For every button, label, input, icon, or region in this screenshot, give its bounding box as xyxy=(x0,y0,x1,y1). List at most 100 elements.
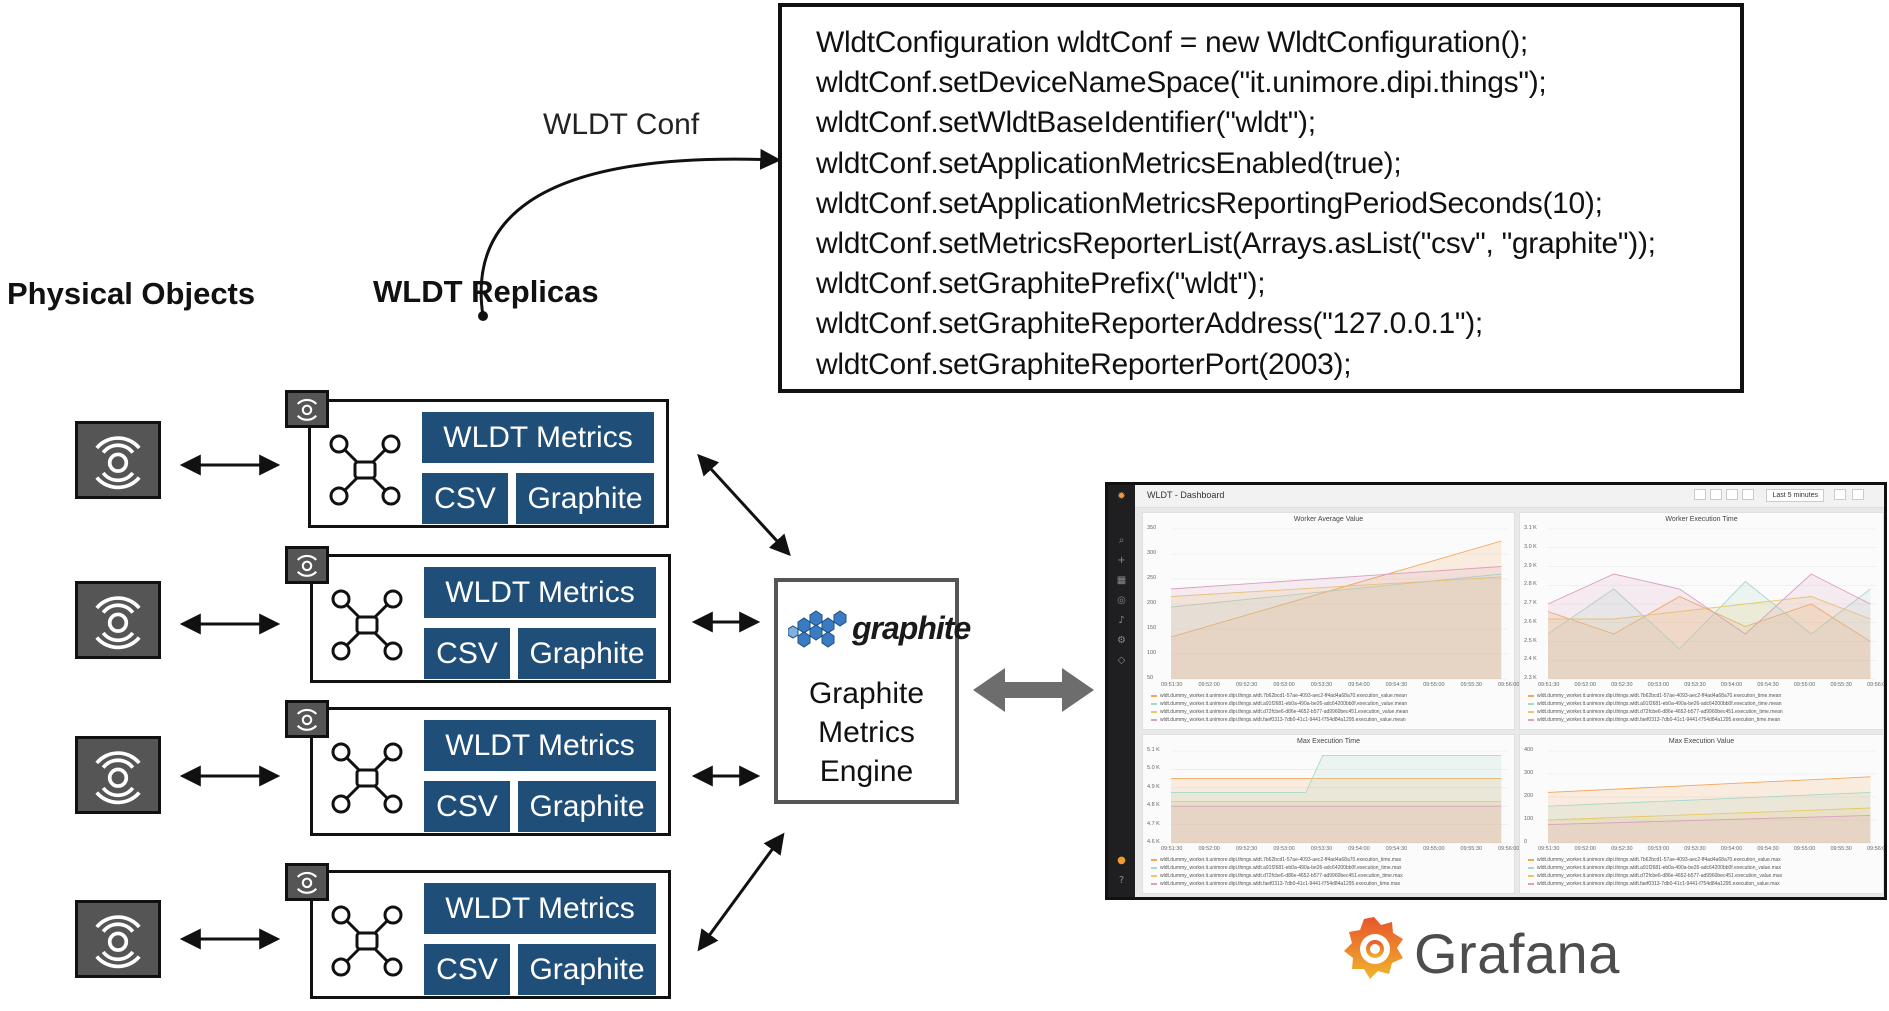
csv-tag: CSV xyxy=(424,944,510,995)
dashboard-title[interactable]: WLDT - Dashboard xyxy=(1147,490,1225,500)
legend-label: wldt.dummy_worker.it.unimore.dipi.things… xyxy=(1537,857,1781,863)
legend-item[interactable]: wldt.dummy_worker.it.unimore.dipi.things… xyxy=(1528,865,1781,871)
sensor-icon xyxy=(95,915,141,969)
y-tick-label: 5.0 K xyxy=(1147,765,1160,772)
legend-item[interactable]: wldt.dummy_worker.it.unimore.dipi.things… xyxy=(1151,717,1406,723)
graphite-tag: Graphite xyxy=(518,628,656,679)
legend-swatch xyxy=(1151,874,1157,877)
legend-swatch xyxy=(1528,874,1534,877)
add-panel-button[interactable] xyxy=(1694,489,1706,500)
legend-label: wldt.dummy_worker.it.unimore.dipi.things… xyxy=(1160,693,1407,699)
x-tick-label: 09:51:30 xyxy=(1538,682,1560,688)
series-line xyxy=(1547,776,1871,793)
legend-item[interactable]: wldt.dummy_worker.it.unimore.dipi.things… xyxy=(1528,693,1781,699)
y-tick-label: 100 xyxy=(1147,650,1157,656)
x-tick-label: 09:52:30 xyxy=(1611,846,1633,852)
legend-item[interactable]: wldt.dummy_worker.it.unimore.dipi.things… xyxy=(1528,717,1780,723)
legend-item[interactable]: wldt.dummy_worker.it.unimore.dipi.things… xyxy=(1151,701,1407,707)
series-area xyxy=(1171,801,1502,843)
legend-item[interactable]: wldt.dummy_worker.it.unimore.dipi.things… xyxy=(1528,709,1783,715)
replica-device-badge-3 xyxy=(285,700,329,738)
legend-item[interactable]: wldt.dummy_worker.it.unimore.dipi.things… xyxy=(1151,865,1402,871)
legend-swatch xyxy=(1151,718,1157,721)
x-tick-label: 09:54:30 xyxy=(1757,682,1779,688)
csv-tag: CSV xyxy=(424,781,510,832)
panel-title[interactable]: Worker Execution Time xyxy=(1665,516,1738,523)
help-icon[interactable]: ? xyxy=(1118,875,1125,886)
series-area xyxy=(1171,755,1502,843)
time-range-picker[interactable]: Last 5 minutes xyxy=(1766,489,1824,502)
x-tick-label: 09:54:00 xyxy=(1720,846,1743,852)
physical-object-2 xyxy=(75,581,161,659)
legend-label: wldt.dummy_worker.it.unimore.dipi.things… xyxy=(1160,881,1401,887)
y-tick-label: 4.7 K xyxy=(1147,820,1160,827)
legend-item[interactable]: wldt.dummy_worker.it.unimore.dipi.things… xyxy=(1528,873,1782,879)
panel-title[interactable]: Max Execution Value xyxy=(1668,738,1735,745)
legend-item[interactable]: wldt.dummy_worker.it.unimore.dipi.things… xyxy=(1151,873,1403,879)
search-icon[interactable]: ⌕ xyxy=(1118,535,1125,546)
dashboards-icon[interactable]: ▦ xyxy=(1116,575,1127,586)
x-tick-label: 09:53:30 xyxy=(1684,846,1706,852)
x-tick-label: 09:53:00 xyxy=(1273,846,1295,852)
y-tick-label: 5.1 K xyxy=(1147,747,1160,753)
x-tick-label: 09:53:00 xyxy=(1647,682,1670,688)
y-tick-label: 0 xyxy=(1524,839,1528,845)
x-tick-label: 09:55:30 xyxy=(1460,682,1482,688)
physical-object-4 xyxy=(75,900,161,978)
panel-plot xyxy=(1170,528,1508,680)
wldt-replicas-heading: WLDT Replicas xyxy=(373,274,599,309)
graphite-logo-text: graphite xyxy=(852,610,971,646)
legend-swatch xyxy=(1151,694,1157,697)
settings-button[interactable] xyxy=(1726,489,1738,500)
tv-mode-button[interactable] xyxy=(1742,489,1754,500)
legend-item[interactable]: wldt.dummy_worker.it.unimore.dipi.things… xyxy=(1528,857,1781,863)
refresh-button[interactable] xyxy=(1852,489,1864,500)
explore-icon[interactable]: ◎ xyxy=(1117,595,1126,606)
legend-item[interactable]: wldt.dummy_worker.it.unimore.dipi.things… xyxy=(1528,881,1780,887)
code-line: wldtConf.setMetricsReporterList(Arrays.a… xyxy=(816,227,1656,261)
legend-item[interactable]: wldt.dummy_worker.it.unimore.dipi.things… xyxy=(1151,709,1408,715)
legend-item[interactable]: wldt.dummy_worker.it.unimore.dipi.things… xyxy=(1151,881,1400,887)
panel-title[interactable]: Max Execution Time xyxy=(1296,738,1361,745)
grafana-wordmark: Grafana xyxy=(1414,922,1620,985)
plus-icon[interactable]: + xyxy=(1117,555,1126,566)
legend-label: wldt.dummy_worker.it.unimore.dipi.things… xyxy=(1160,873,1403,879)
grafana-menu-icon[interactable]: ✹ xyxy=(1117,491,1126,502)
legend-swatch xyxy=(1151,858,1157,861)
panel-plot xyxy=(1547,528,1877,680)
series-area xyxy=(1171,577,1502,679)
shield-icon[interactable]: ◇ xyxy=(1117,655,1126,666)
bell-icon[interactable]: ♪ xyxy=(1118,615,1125,626)
x-tick-label: 09:55:00 xyxy=(1423,682,1445,688)
x-tick-label: 09:55:00 xyxy=(1793,682,1816,688)
legend-swatch xyxy=(1151,882,1157,885)
csv-tag: CSV xyxy=(424,628,510,679)
save-button[interactable] xyxy=(1710,489,1722,500)
wldt-metrics-tag: WLDT Metrics xyxy=(422,412,654,463)
avatar[interactable]: ● xyxy=(1117,855,1126,866)
x-tick-label: 09:54:30 xyxy=(1385,846,1408,852)
y-tick-label: 3.0 K xyxy=(1524,543,1537,550)
drone-icon xyxy=(331,589,403,661)
x-tick-label: 09:56:00 xyxy=(1498,846,1520,852)
x-tick-label: 09:54:00 xyxy=(1720,682,1743,688)
series-line xyxy=(1547,807,1871,821)
wldt-replica-1: WLDT Metrics CSV Graphite xyxy=(308,399,669,528)
panel-title[interactable]: Worker Average Value xyxy=(1293,516,1364,523)
legend-item[interactable]: wldt.dummy_worker.it.unimore.dipi.things… xyxy=(1528,701,1782,707)
x-tick-label: 09:54:30 xyxy=(1757,846,1779,852)
replica-device-badge-4 xyxy=(285,863,329,901)
y-tick-label: 2.7 K xyxy=(1524,600,1537,606)
x-tick-label: 09:51:30 xyxy=(1161,682,1183,688)
zoom-out-button[interactable] xyxy=(1834,489,1846,500)
legend-item[interactable]: wldt.dummy_worker.it.unimore.dipi.things… xyxy=(1151,693,1407,699)
gear-icon[interactable]: ⚙ xyxy=(1117,635,1126,646)
legend-label: wldt.dummy_worker.it.unimore.dipi.things… xyxy=(1160,717,1406,723)
legend-item[interactable]: wldt.dummy_worker.it.unimore.dipi.things… xyxy=(1151,857,1401,863)
series-area xyxy=(1548,574,1871,679)
x-tick-label: 09:56:00 xyxy=(1867,846,1887,852)
